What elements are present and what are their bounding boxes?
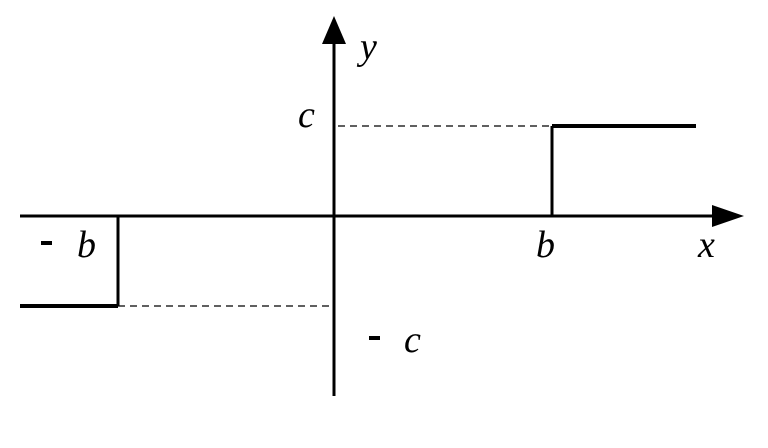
x-tick-label-b: b (536, 224, 555, 266)
y-axis-label: y (356, 26, 377, 68)
y-tick-label-c: c (298, 94, 315, 136)
x-axis-label: x (697, 224, 715, 266)
y-axis-arrow-icon (322, 16, 346, 44)
y-tick-label-minus-c-var: c (404, 319, 421, 361)
minus-sign-b (41, 241, 52, 245)
x-tick-label-minus-b-var: b (77, 224, 96, 266)
minus-sign-c (369, 336, 380, 340)
x-axis-arrow-icon (712, 205, 744, 227)
